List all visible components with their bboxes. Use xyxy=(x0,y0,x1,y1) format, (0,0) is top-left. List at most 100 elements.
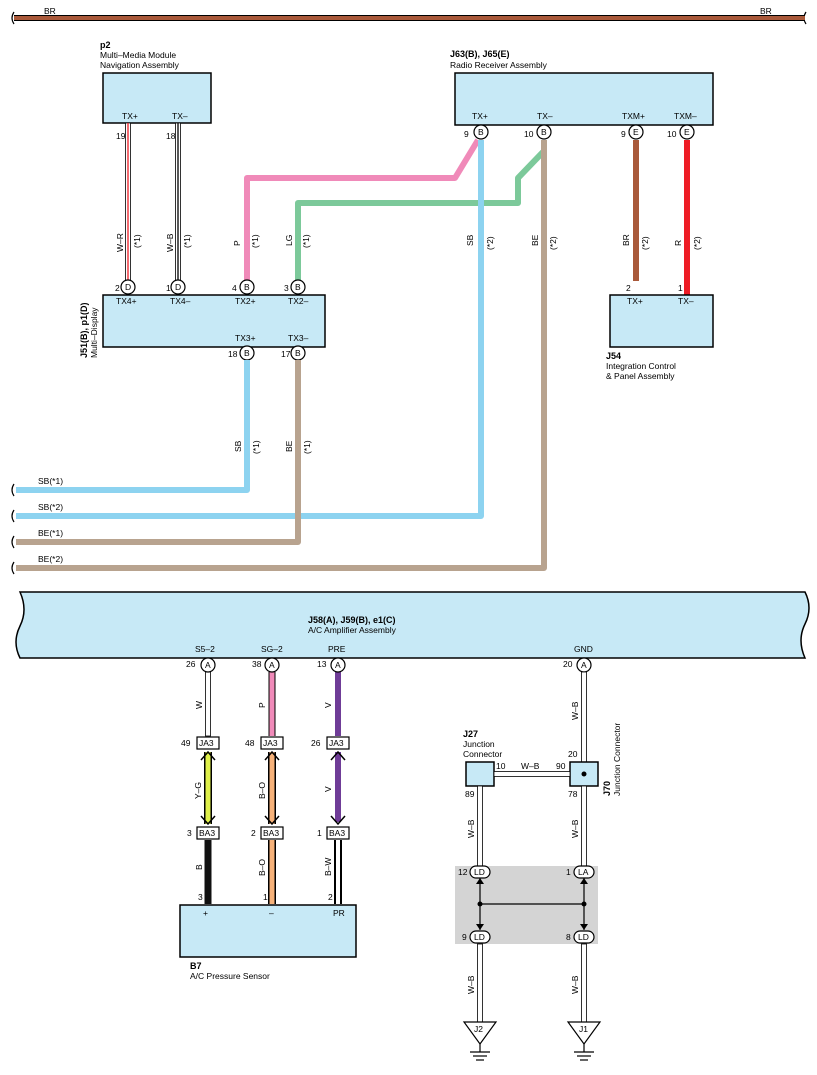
ba3-num-1: 1 xyxy=(317,828,322,838)
b7-pressure-sensor: + – PR 3 1 2 B7 A/C Pressure Sensor xyxy=(179,892,357,981)
label-p-note: (*1) xyxy=(250,234,260,248)
label-w-lower: W xyxy=(194,701,204,709)
j58-pin-sg2: SG–2 xyxy=(261,644,283,654)
ground-j2: J2 xyxy=(462,1021,498,1061)
left-bus-be2: BE(*2) xyxy=(38,554,63,564)
label-be-j63-note: (*2) xyxy=(548,236,558,250)
label-w-b-to-j2: W–B xyxy=(466,975,476,994)
p2-pin-tx-minus: TX– xyxy=(172,111,188,121)
j58-conn-a-1: A xyxy=(205,660,211,670)
j63-conn-e-2: E xyxy=(684,127,690,137)
j51-num-18: 18 xyxy=(228,349,238,359)
ja3-num-26: 26 xyxy=(311,738,321,748)
j27-junction: J27 Junction Connector 10 89 xyxy=(463,729,506,799)
j27-num-89: 89 xyxy=(465,789,475,799)
j51-pin-tx3-plus: TX3+ xyxy=(235,333,256,343)
wire-w-r: W–R (*1) xyxy=(115,122,142,282)
j63-num-10b: 10 xyxy=(667,129,677,139)
ja3-label-3: JA3 xyxy=(329,738,344,748)
ja3-connectors: JA3 49 JA3 48 JA3 26 xyxy=(181,736,350,750)
ja3-label-2: JA3 xyxy=(263,738,278,748)
ba3-label-3: BA3 xyxy=(329,828,345,838)
j58-num-13: 13 xyxy=(317,659,327,669)
b7-name: A/C Pressure Sensor xyxy=(190,971,270,981)
j63-num-9a: 9 xyxy=(464,129,469,139)
j70-id: J70 xyxy=(602,781,612,796)
splice-ld-2: LD xyxy=(474,932,485,942)
left-bus-sb1: SB(*1) xyxy=(38,476,63,486)
j58-ac-amplifier: J58(A), J59(B), e1(C) A/C Amplifier Asse… xyxy=(15,591,810,669)
bus-top-right-label: BR xyxy=(760,6,772,16)
j54-num-2: 2 xyxy=(626,283,631,293)
p2-box xyxy=(102,72,212,124)
j51-conn-b-1: B xyxy=(244,282,250,292)
j54-box xyxy=(609,294,714,348)
label-w-b-j27: W–B xyxy=(466,819,476,838)
j27-num-10: 10 xyxy=(496,761,506,771)
j51-conn-b-3: B xyxy=(244,348,250,358)
j51-num-1: 1 xyxy=(166,283,171,293)
j63-connectors: B B E E xyxy=(473,124,695,140)
wire-p-lower: P xyxy=(257,672,276,736)
splice-ld-1: LD xyxy=(474,867,485,877)
splice-la: LA xyxy=(578,867,589,877)
wire-b-o-2: B–O xyxy=(257,840,276,904)
left-bus-sb2: SB(*2) xyxy=(38,502,63,512)
label-be-j51-note: (*1) xyxy=(302,440,312,454)
j70-num-20: 20 xyxy=(568,749,578,759)
label-w-b-to-j1: W–B xyxy=(570,975,580,994)
j58-conn-a-2: A xyxy=(269,660,275,670)
b7-pin-pr: PR xyxy=(333,908,345,918)
j51-pin-tx2-minus: TX2– xyxy=(288,296,309,306)
wire-b-w: B–W xyxy=(323,840,342,904)
j51-num-4: 4 xyxy=(232,283,237,293)
j58-name: A/C Amplifier Assembly xyxy=(308,625,397,635)
label-b-o-2: B–O xyxy=(257,859,267,876)
j63-radio-receiver: J63(B), J65(E) Radio Receiver Assembly T… xyxy=(450,49,714,139)
splice-block: LD 12 LA 1 LD 9 LD 8 xyxy=(455,865,598,944)
label-sb-j63-note: (*2) xyxy=(485,236,495,250)
b7-box xyxy=(179,904,357,958)
j58-num-26: 26 xyxy=(186,659,196,669)
j51-pin-tx4-plus: TX4+ xyxy=(116,296,137,306)
label-br-note: (*2) xyxy=(640,236,650,250)
label-w-b-j70: W–B xyxy=(570,819,580,838)
splice-num-1: 1 xyxy=(566,867,571,877)
j63-num-9b: 9 xyxy=(621,129,626,139)
label-r: R xyxy=(673,240,683,246)
j70-num-78: 78 xyxy=(568,789,578,799)
j51-multi-display: J51(B), p1(D) Multi–Display TX4+ TX4– TX… xyxy=(79,283,326,359)
label-b: B xyxy=(194,864,204,870)
j51-pin-tx2-plus: TX2+ xyxy=(235,296,256,306)
p2-pin-tx-plus: TX+ xyxy=(122,111,138,121)
j58-pin-s52: S5–2 xyxy=(195,644,215,654)
wire-b: B xyxy=(194,840,212,904)
label-w-b-junction: W–B xyxy=(521,761,540,771)
j63-num-10a: 10 xyxy=(524,129,534,139)
ground-j1-label: J1 xyxy=(579,1024,588,1034)
wire-y-g: Y–G xyxy=(193,752,212,824)
j70-name: Junction Connector xyxy=(612,723,622,796)
label-w-b-gnd: W–B xyxy=(570,701,580,720)
label-v-lower: V xyxy=(323,702,333,708)
j51-num-2: 2 xyxy=(115,283,120,293)
wire-sb-j51: SB (*1) xyxy=(16,360,261,493)
ba3-num-2: 2 xyxy=(251,828,256,838)
label-br: BR xyxy=(621,234,631,246)
ja3-num-49: 49 xyxy=(181,738,191,748)
wire-sb-j63: SB (*2) xyxy=(16,140,495,519)
p2-multimedia-module: p2 Multi–Media Module Navigation Assembl… xyxy=(100,40,212,141)
j63-pin-tx-plus: TX+ xyxy=(472,111,488,121)
b7-id: B7 xyxy=(190,961,202,971)
splice-num-8: 8 xyxy=(566,932,571,942)
j58-id: J58(A), J59(B), e1(C) xyxy=(308,615,396,625)
j63-conn-b-1: B xyxy=(478,127,484,137)
wire-w-b-junction: W–B xyxy=(493,761,571,777)
ground-j1: J1 xyxy=(566,1021,602,1061)
p2-num-19: 19 xyxy=(116,131,126,141)
label-v-lower-2: V xyxy=(323,786,333,792)
label-lg: LG xyxy=(284,235,294,246)
p2-num-18: 18 xyxy=(166,131,176,141)
left-bus-be1: BE(*1) xyxy=(38,528,63,538)
